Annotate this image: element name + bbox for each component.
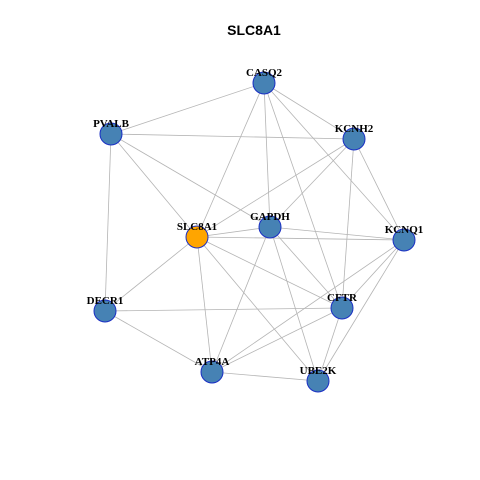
edge-decr1-cftr (104, 307, 343, 312)
edge-slc8a1-decr1 (104, 236, 198, 312)
node-pvalb[interactable] (99, 122, 123, 146)
edge-kcnh2-gapdh (269, 138, 355, 228)
edge-atp4a-ube2k (211, 371, 319, 382)
edge-pvalb-gapdh (110, 133, 271, 228)
node-label-kcnq1: KCNQ1 (385, 224, 424, 236)
edge-kcnq1-cftr (341, 239, 405, 309)
node-label-kcnh2: KCNH2 (335, 123, 374, 135)
node-label-gapdh: GAPDH (250, 211, 290, 223)
node-gapdh[interactable] (258, 215, 282, 239)
edge-slc8a1-kcnq1 (196, 236, 405, 241)
edge-slc8a1-atp4a (196, 236, 213, 373)
edge-casq2-kcnq1 (263, 82, 405, 241)
edge-gapdh-atp4a (211, 226, 271, 373)
edge-casq2-gapdh (263, 82, 271, 228)
edge-slc8a1-cftr (196, 236, 343, 309)
edge-cftr-atp4a (211, 307, 343, 373)
node-atp4a[interactable] (200, 360, 224, 384)
edge-pvalb-decr1 (104, 133, 112, 312)
edge-decr1-atp4a (104, 310, 213, 373)
edge-kcnh2-slc8a1 (196, 138, 355, 238)
node-decr1[interactable] (93, 299, 117, 323)
node-kcnq1[interactable] (392, 228, 416, 252)
edge-cftr-ube2k (317, 307, 343, 382)
edge-kcnh2-cftr (341, 138, 355, 309)
node-cftr[interactable] (330, 296, 354, 320)
edge-casq2-slc8a1 (196, 82, 265, 238)
edge-gapdh-cftr (269, 226, 343, 309)
edge-pvalb-slc8a1 (110, 133, 198, 238)
edge-casq2-kcnh2 (263, 82, 355, 140)
edge-gapdh-kcnq1 (269, 226, 405, 241)
edge-gapdh-ube2k (269, 226, 319, 382)
node-label-decr1: DECR1 (87, 295, 124, 307)
node-label-casq2: CASQ2 (246, 67, 283, 79)
edge-layer (104, 82, 405, 382)
graph-title: SLC8A1 (227, 22, 281, 38)
node-layer (93, 71, 416, 393)
edge-slc8a1-gapdh (196, 226, 271, 238)
node-label-atp4a: ATP4A (195, 356, 230, 368)
edge-casq2-cftr (263, 82, 343, 309)
node-slc8a1[interactable] (185, 225, 209, 249)
node-label-slc8a1: SLC8A1 (177, 221, 217, 233)
node-ube2k[interactable] (306, 369, 330, 393)
node-casq2[interactable] (252, 71, 276, 95)
node-kcnh2[interactable] (342, 127, 366, 151)
edge-pvalb-kcnh2 (110, 133, 355, 140)
node-label-cftr: CFTR (327, 292, 358, 304)
edge-kcnq1-atp4a (211, 239, 405, 373)
node-label-ube2k: UBE2K (300, 365, 337, 377)
edge-kcnq1-ube2k (317, 239, 405, 382)
edge-casq2-pvalb (110, 82, 265, 135)
node-label-pvalb: PVALB (93, 118, 130, 130)
edge-kcnh2-kcnq1 (353, 138, 405, 241)
